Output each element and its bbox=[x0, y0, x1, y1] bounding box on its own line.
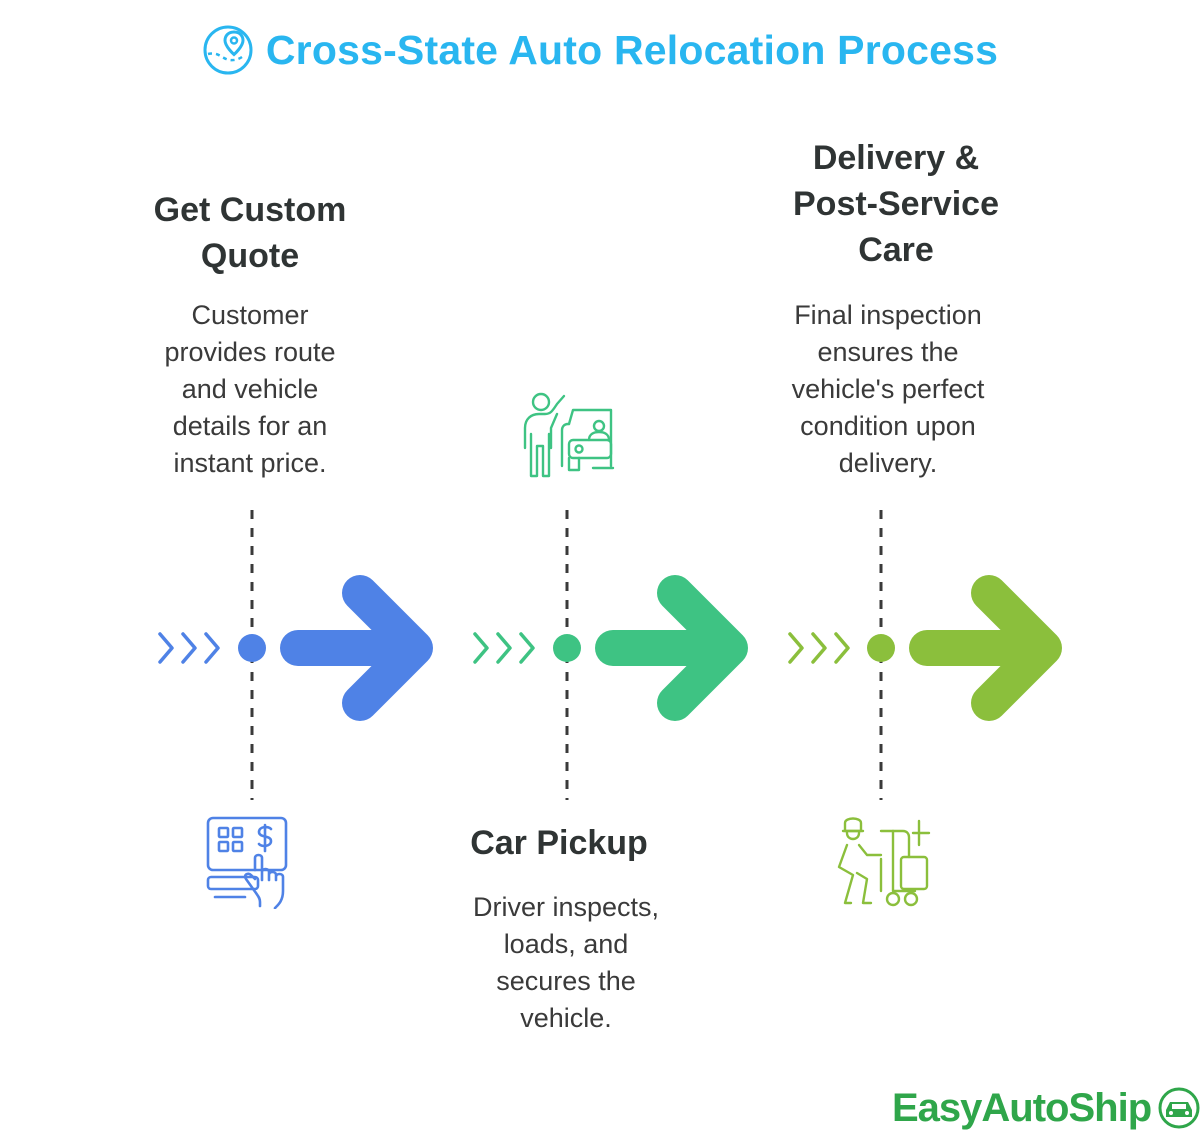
driver-and-car-icon bbox=[523, 392, 615, 478]
step3-chevrons-icon bbox=[788, 632, 850, 664]
step3-dot bbox=[867, 634, 895, 662]
title-text: Cross-State Auto Relocation Process bbox=[265, 26, 999, 73]
step1-description: Customer provides route and vehicle deta… bbox=[164, 300, 336, 478]
step1-heading: Get Custom Quote bbox=[153, 191, 347, 275]
step2-dot bbox=[553, 634, 581, 662]
map-pin-route-icon bbox=[203, 25, 253, 75]
step1-chevrons-icon bbox=[158, 632, 220, 664]
step2-chevrons-icon bbox=[473, 632, 535, 664]
brand-name: EasyAutoShip bbox=[892, 1085, 1152, 1130]
price-calculator-touch-icon bbox=[206, 816, 288, 909]
step2-arrow-icon bbox=[595, 575, 748, 721]
step3-arrow-icon bbox=[909, 575, 1062, 721]
brand-logo: EasyAutoShip bbox=[892, 1080, 1200, 1136]
worker-with-dolly-icon bbox=[837, 817, 931, 907]
step1-dot bbox=[238, 634, 266, 662]
page-title: Cross-State Auto Relocation Process bbox=[0, 22, 1200, 78]
step3-description: Final inspection ensures the vehicle's p… bbox=[791, 300, 985, 478]
step1-arrow-icon bbox=[280, 575, 433, 721]
car-logo-icon bbox=[1158, 1087, 1200, 1129]
step3-heading: Delivery & Post-Service Care bbox=[793, 139, 999, 269]
step2-description: Driver inspects, loads, and secures the … bbox=[472, 892, 660, 1033]
step2-heading: Car Pickup bbox=[470, 824, 648, 862]
